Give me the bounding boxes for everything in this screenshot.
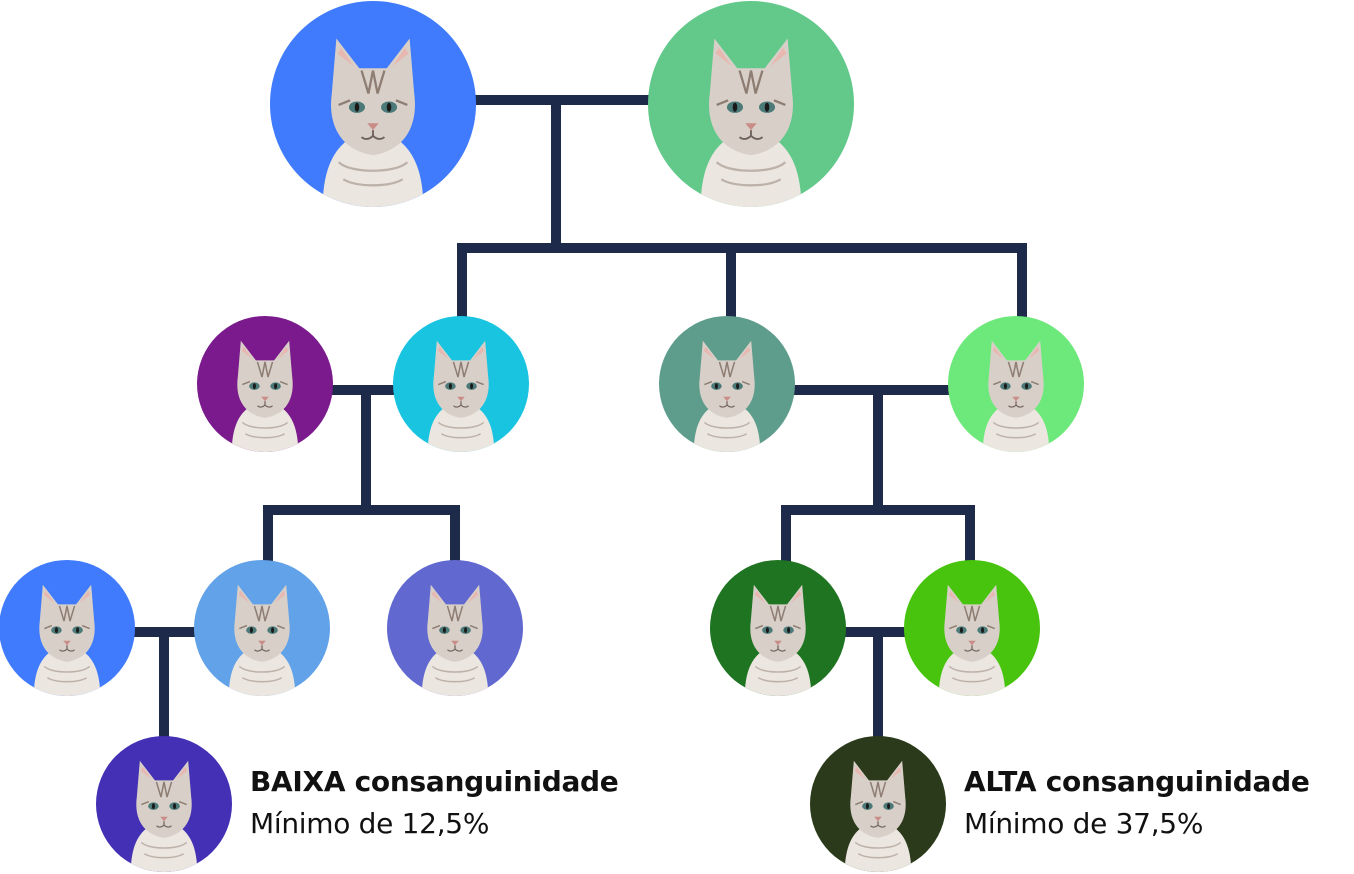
cat-node-b5 [904, 560, 1040, 696]
connector-lines [130, 95, 1027, 743]
cat-node-a3 [659, 316, 795, 452]
cat-nodes [0, 1, 1084, 872]
cat-node-b1 [0, 560, 135, 696]
cat-node-a1 [197, 316, 333, 452]
cat-node-gp2 [648, 1, 854, 207]
high-inbreeding-subtitle: Mínimo de 37,5% [964, 807, 1204, 840]
low-inbreeding-subtitle: Mínimo de 12,5% [250, 807, 490, 840]
cat-node-b2 [194, 560, 330, 696]
high-inbreeding-label: ALTA consanguinidade Mínimo de 37,5% [964, 762, 1310, 846]
cat-node-b3 [387, 560, 523, 696]
cat-node-gp1 [270, 1, 476, 207]
cat-node-a4 [948, 316, 1084, 452]
cat-node-a2 [393, 316, 529, 452]
low-inbreeding-title: BAIXA consanguinidade [250, 765, 619, 798]
low-inbreeding-label: BAIXA consanguinidade Mínimo de 12,5% [250, 762, 619, 846]
high-inbreeding-title: ALTA consanguinidade [964, 765, 1310, 798]
cat-node-b4 [710, 560, 846, 696]
cat-node-c2 [810, 736, 946, 872]
cat-node-c1 [96, 736, 232, 872]
